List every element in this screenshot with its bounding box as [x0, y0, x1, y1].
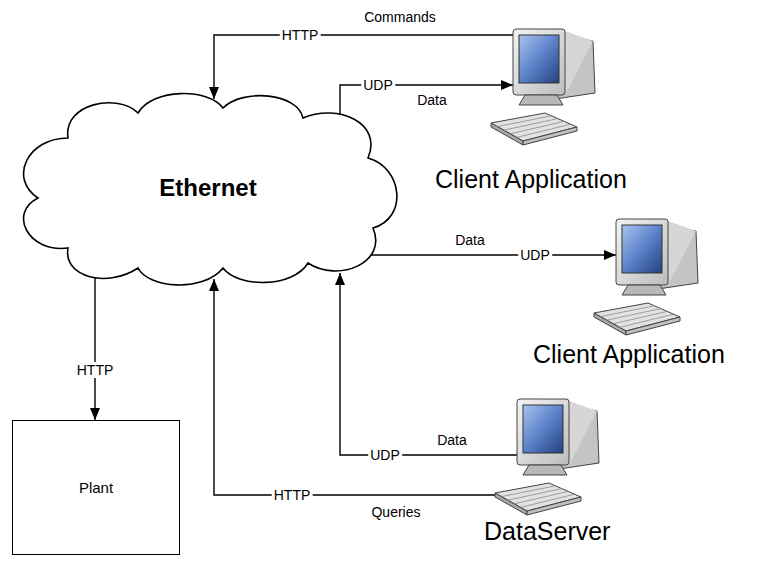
- computer-icon: [485, 25, 605, 150]
- server-computer: DataServer: [484, 395, 613, 548]
- flow-label: Data: [417, 92, 447, 108]
- box-label: Plant: [79, 479, 113, 496]
- computer-icon: [489, 395, 609, 520]
- flow-label: Commands: [364, 9, 436, 25]
- network-link: [340, 273, 517, 455]
- computer-label: Client Application: [533, 340, 725, 369]
- protocol-label: HTTP: [280, 27, 321, 43]
- flow-label: Queries: [371, 504, 420, 520]
- computer-icon: [588, 215, 708, 340]
- client-computer: Client Application: [435, 25, 629, 196]
- computer-label: Client Application: [435, 165, 627, 194]
- plant-box: Plant: [12, 420, 180, 555]
- flow-label: Data: [455, 232, 485, 248]
- network-link: [344, 254, 616, 255]
- protocol-label: UDP: [368, 447, 402, 463]
- flow-label: Data: [437, 432, 467, 448]
- protocol-label: UDP: [361, 77, 395, 93]
- network-label: Ethernet: [159, 174, 256, 202]
- protocol-label: HTTP: [272, 487, 313, 503]
- network-cloud: Ethernet: [8, 88, 408, 288]
- client-computer: Client Application: [533, 215, 727, 371]
- protocol-label: HTTP: [75, 362, 116, 378]
- computer-label: DataServer: [484, 517, 610, 546]
- network-link: [214, 35, 513, 99]
- network-link: [214, 279, 539, 495]
- protocol-label: UDP: [518, 247, 552, 263]
